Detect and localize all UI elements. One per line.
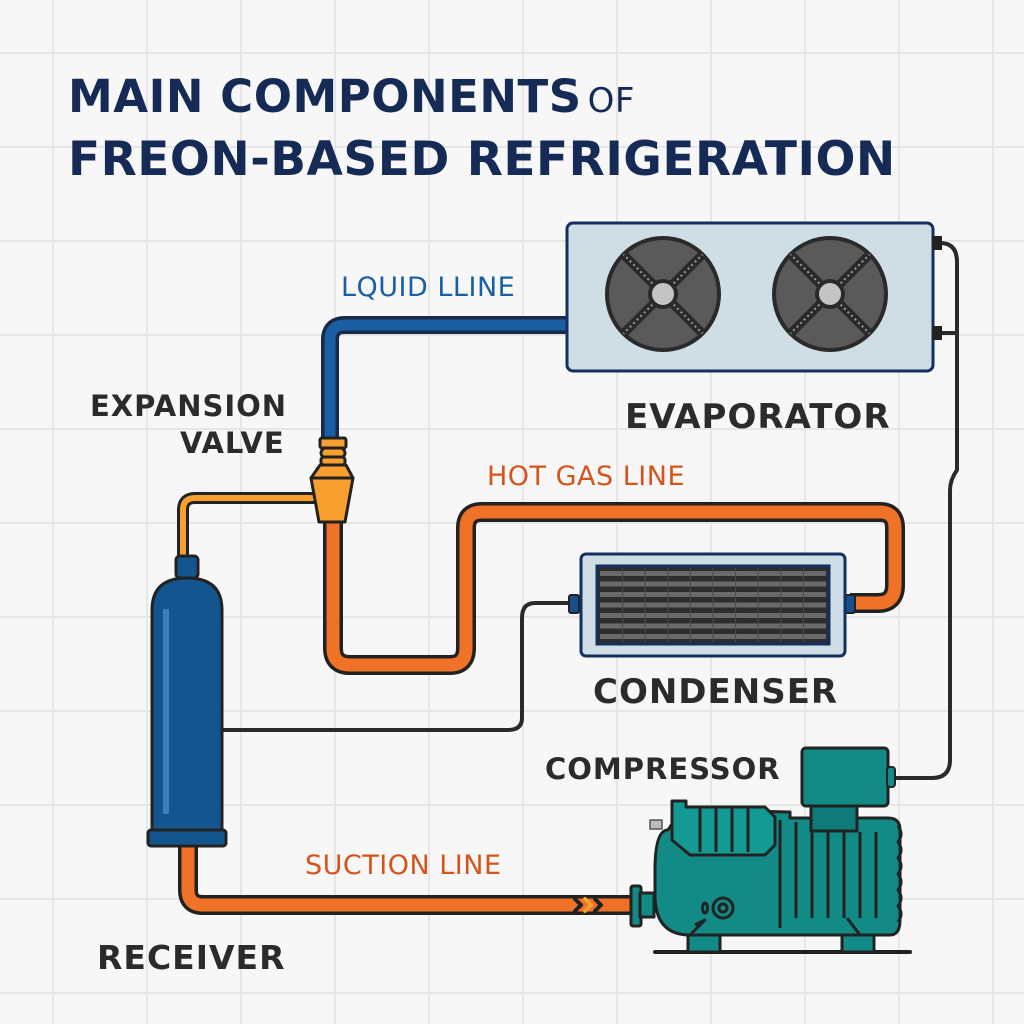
fan-icon (605, 236, 721, 352)
page-title-line-2: FREON-BASED REFRIGERATION (68, 132, 896, 187)
title-suffix: OF (587, 81, 635, 121)
fan-hub (815, 279, 845, 309)
hot-gas-line-pipe (323, 502, 905, 675)
receiver-tank-icon (146, 554, 228, 848)
evaporator-unit-icon (565, 221, 942, 373)
expansion-valve-icon (309, 436, 355, 524)
fan-spoke-hatch (622, 293, 664, 335)
expansion-valve-label-line-1: EXPANSION (90, 389, 288, 423)
condenser-receiver-wire (218, 601, 572, 732)
condenser-unit-icon (568, 552, 856, 658)
hot-gas-line-label: HOT GAS LINE (487, 461, 686, 492)
evaporator-compressor-wire (893, 241, 959, 780)
liquid-line-label: LQUID LLINE (341, 272, 516, 303)
fan-spoke-hatch (829, 293, 871, 335)
fan-spoke-hatch (789, 253, 831, 295)
valve-receiver-pipe (177, 492, 315, 560)
suction-line-label: SUCTION LINE (305, 850, 502, 881)
suction-line-pipe (178, 845, 640, 915)
expansion-valve-label-line-2: VALVE (180, 426, 285, 460)
fan-spoke-hatch (829, 253, 871, 295)
flow-arrows-icon (573, 897, 603, 913)
fan-spoke-hatch (622, 253, 664, 295)
evaporator-label: EVAPORATOR (625, 397, 891, 437)
fan-spoke-hatch (789, 293, 831, 335)
receiver-label: RECEIVER (97, 938, 286, 977)
title-main: MAIN COMPONENTS (68, 70, 582, 123)
fan-icon (772, 236, 888, 352)
control-wiring (218, 241, 959, 780)
fan-hub (648, 279, 678, 309)
condenser-label: CONDENSER (593, 672, 839, 712)
fan-spoke-hatch (662, 293, 704, 335)
compressor-label: COMPRESSOR (545, 752, 781, 786)
fan-spoke-hatch (662, 253, 704, 295)
liquid-line-pipe (321, 316, 570, 440)
compressor-unit-icon (629, 746, 912, 954)
